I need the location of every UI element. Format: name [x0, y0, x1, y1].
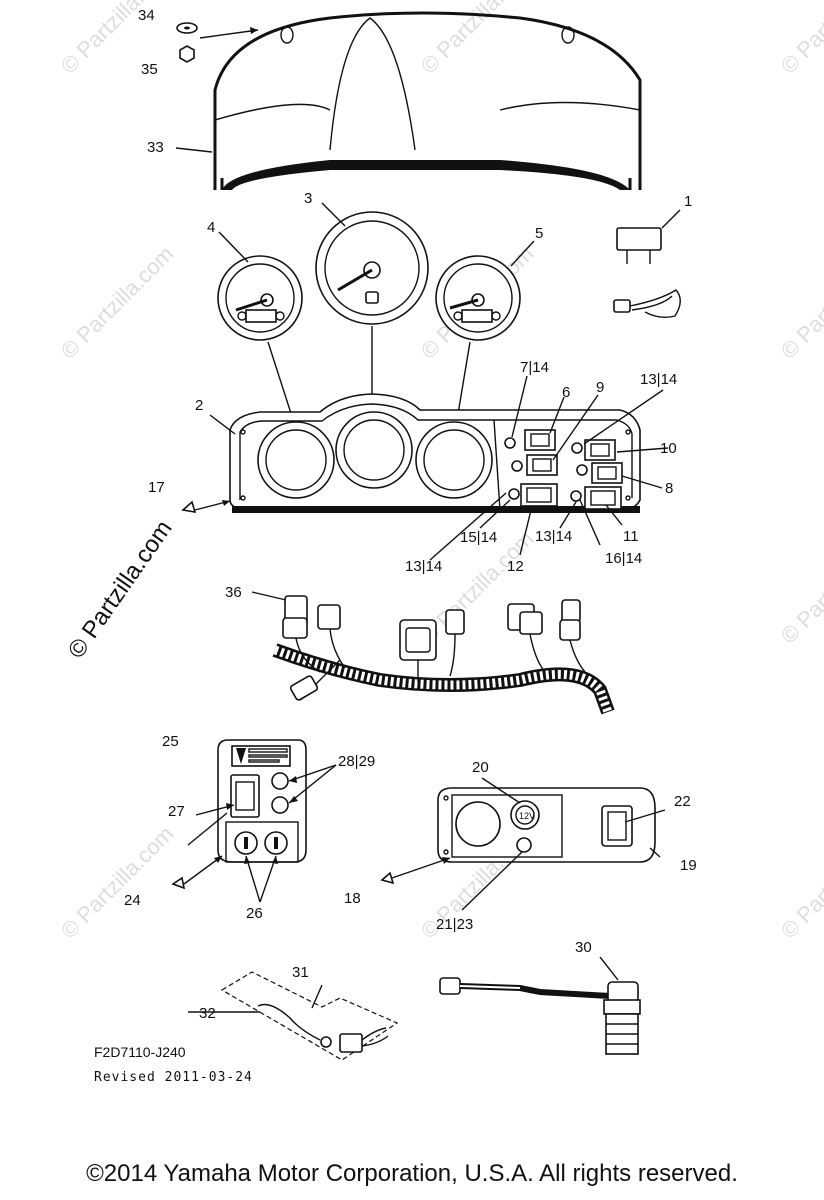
leader-lines — [175, 147, 681, 1013]
copyright-notice: ©2014 Yamaha Motor Corporation, U.S.A. A… — [86, 1160, 738, 1187]
part-code: F2D7110-J240 — [94, 1044, 186, 1060]
watermark: © Partzilla.com — [776, 821, 824, 944]
callout-10: 10 — [660, 440, 677, 457]
callout-5: 5 — [535, 225, 543, 242]
watermark: © Partzilla.com — [776, 241, 824, 364]
sensor-unit — [613, 227, 681, 319]
callout-16: 16|14 — [605, 550, 642, 567]
callout-4: 4 — [207, 219, 215, 236]
callout-8: 8 — [665, 480, 673, 497]
left-switch-panel — [171, 739, 337, 903]
callout-22: 22 — [674, 793, 691, 810]
watermark: © Partzilla.com — [56, 241, 179, 364]
right-switch-panel: 12V — [380, 777, 666, 911]
callout-24: 24 — [124, 892, 141, 909]
callout-1: 1 — [684, 193, 692, 210]
callout-33: 33 — [147, 139, 164, 156]
callout-28: 28|29 — [338, 753, 375, 770]
callout-35: 35 — [141, 61, 158, 78]
watermark-main: © Partzilla.com — [63, 515, 178, 663]
callout-26: 26 — [246, 905, 263, 922]
wiring-kit — [220, 971, 399, 1061]
meter-housing — [229, 393, 641, 513]
callout-36: 36 — [225, 584, 242, 601]
watermark: © Partzilla.com — [56, 0, 179, 79]
watermark: © Partzilla.com — [776, 526, 824, 649]
callout-9: 9 — [596, 379, 604, 396]
callout-20: 20 — [472, 759, 489, 776]
callout-13-bottom: 13|14 — [405, 558, 442, 575]
socket-12v-label: 12V — [519, 811, 535, 821]
callout-13-mid: 13|14 — [535, 528, 572, 545]
screw-17 — [181, 500, 231, 514]
callout-6: 6 — [562, 384, 570, 401]
callout-11: 11 — [623, 528, 639, 545]
callout-17: 17 — [148, 479, 165, 496]
speed-sensor — [439, 956, 641, 1055]
washer-and-nut — [176, 22, 259, 63]
callout-21: 21|23 — [436, 916, 473, 933]
callout-25: 25 — [162, 733, 179, 750]
callout-2: 2 — [195, 397, 203, 414]
callout-32: 32 — [199, 1005, 216, 1022]
callout-12: 12 — [507, 558, 524, 575]
watermark: © Partzilla.com — [776, 0, 824, 79]
speedometer-gauge — [315, 211, 429, 325]
callout-18: 18 — [344, 890, 361, 907]
callout-34: 34 — [138, 7, 155, 24]
tachometer-gauge-left — [217, 255, 303, 341]
callout-3: 3 — [304, 190, 312, 207]
watermark: © Partzilla.com — [56, 821, 179, 944]
dash-cover — [213, 11, 642, 190]
callout-7: 7|14 — [520, 359, 549, 376]
callout-27: 27 — [168, 803, 185, 820]
callout-15: 15|14 — [460, 529, 497, 546]
callout-31: 31 — [292, 964, 309, 981]
fuel-gauge-right — [435, 255, 521, 341]
callout-13-top: 13|14 — [640, 371, 677, 388]
callout-19: 19 — [680, 857, 697, 874]
wiring-harness — [251, 591, 615, 715]
revised-date: Revised 2011-03-24 — [94, 1070, 253, 1085]
callout-labels: 34 35 33 3 4 5 1 2 7|14 6 9 13|14 10 8 1… — [124, 7, 697, 1022]
callout-30: 30 — [575, 939, 592, 956]
